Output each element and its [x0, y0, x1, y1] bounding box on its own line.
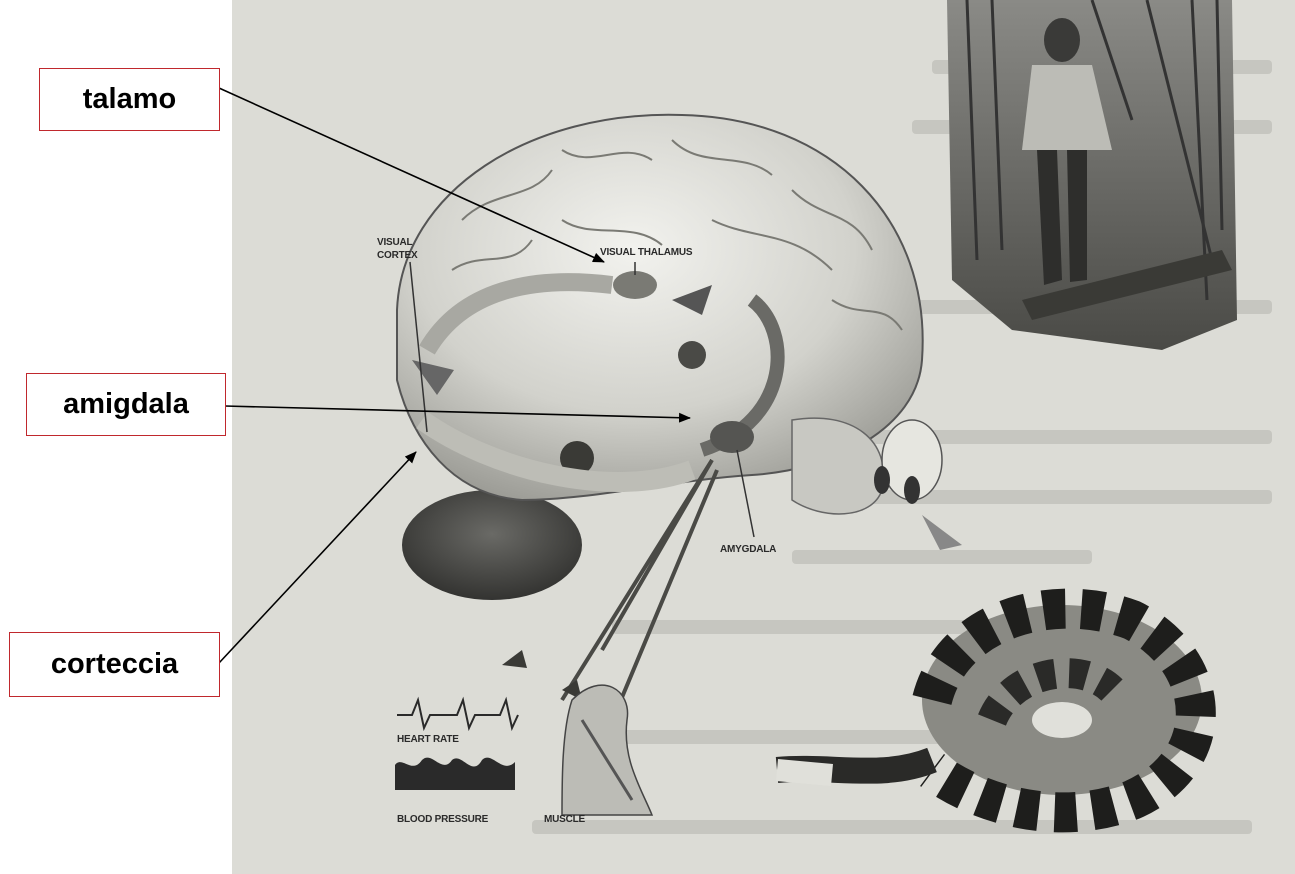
thalamus-callout: talamo [39, 68, 220, 131]
cortex-callout-text: corteccia [51, 648, 178, 681]
rattlesnake-illustration [777, 605, 1202, 812]
visual-cortex-label-1: VISUAL [377, 237, 413, 248]
thalamus-spot [613, 271, 657, 299]
amygdala-label: AMYGDALA [720, 544, 776, 555]
amygdala-callout-text: amigdala [63, 388, 189, 421]
blood-pressure-trace [395, 758, 515, 790]
amygdala-callout: amigdala [26, 373, 226, 436]
cortex-callout: corteccia [9, 632, 220, 697]
heart-rate-trace [397, 700, 518, 728]
scanned-illustration: VISUAL CORTEX VISUAL THALAMUS AMYGDALA H… [232, 0, 1295, 874]
visual-cortex-label-2: CORTEX [377, 250, 418, 261]
cerebellum [402, 490, 582, 600]
amygdala-spot [710, 421, 754, 453]
blood-pressure-label: BLOOD PRESSURE [397, 814, 489, 825]
brain-illustration [397, 115, 962, 805]
thalamus-callout-text: talamo [83, 83, 176, 116]
heart-rate-label: HEART RATE [397, 734, 459, 745]
muscle-illustration [562, 685, 652, 815]
forest-hiker-image [947, 0, 1237, 350]
muscle-label: MUSCLE [544, 814, 586, 825]
visual-thalamus-label: VISUAL THALAMUS [600, 247, 693, 258]
illustration-canvas: VISUAL CORTEX VISUAL THALAMUS AMYGDALA H… [232, 0, 1295, 874]
